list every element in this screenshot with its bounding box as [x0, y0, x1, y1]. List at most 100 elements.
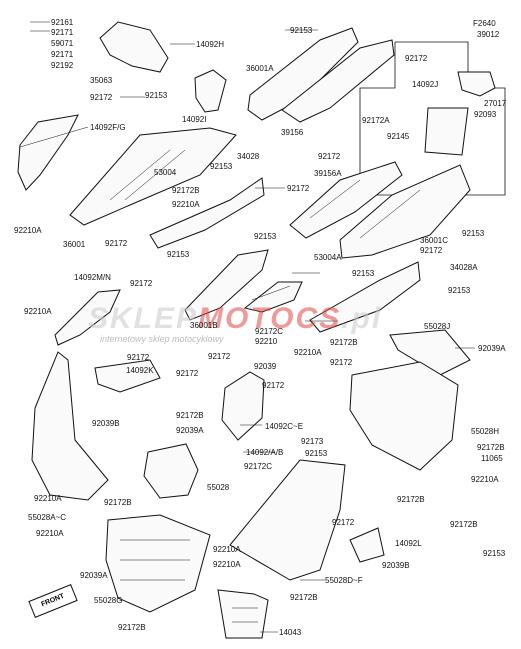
part-55028J: [389, 329, 471, 376]
part-label: 92172: [262, 381, 285, 390]
inset-part: 39012: [477, 30, 500, 39]
part-14092L: [349, 527, 385, 563]
part-label: 92210A: [471, 475, 499, 484]
part-label: 92210A: [213, 560, 241, 569]
part-label: 36001A: [246, 64, 274, 73]
part-label: 55028D~F: [325, 576, 363, 585]
part-label: 92039A: [176, 426, 204, 435]
part-14043: [217, 589, 269, 639]
part-36001C: [339, 164, 471, 259]
part-label: 36001: [63, 240, 86, 249]
part-label: 92153: [210, 162, 233, 171]
part-label: 14092J: [412, 80, 439, 89]
part-label: 92210A: [24, 307, 52, 316]
part-label: 34028: [237, 152, 260, 161]
part-label: 92210A: [14, 226, 42, 235]
part-label: 92039B: [382, 561, 410, 570]
part-label: 55028J: [424, 322, 451, 331]
part-label: 14092H: [196, 40, 225, 49]
part-label: 14092I: [182, 115, 207, 124]
part-label: 92145: [387, 132, 410, 141]
part-label: 92172: [90, 93, 113, 102]
part-label: 35063: [90, 76, 113, 85]
part-label: 55028H: [471, 427, 500, 436]
part-label: 92172: [287, 184, 310, 193]
part-label: 92210: [255, 337, 278, 346]
part-label: 92172: [105, 239, 128, 248]
part-92093-inset: [424, 107, 469, 156]
part-label: 92172: [405, 54, 428, 63]
part-label: 14092M/N: [74, 273, 111, 282]
part-label: 92172B: [172, 186, 200, 195]
part-label: 92210A: [36, 529, 64, 538]
part-label: 92210A: [294, 348, 322, 357]
part-label: 27017: [484, 99, 507, 108]
part-36001B: [184, 249, 269, 321]
part-label: 92172A: [362, 116, 390, 125]
part-55028DF: [229, 459, 346, 581]
part-label: 92153: [290, 26, 313, 35]
part-14092J-inset: [457, 71, 496, 97]
part-label: 92153: [483, 549, 506, 558]
part-label: 92172C: [244, 462, 273, 471]
part-53004A: [243, 281, 303, 313]
part-label: 55028: [207, 483, 230, 492]
part-label: 92171: [51, 50, 74, 59]
part-label: 36001C: [420, 236, 449, 245]
part-label: 39156A: [314, 169, 342, 178]
part-label: 36001B: [190, 321, 218, 330]
part-label: 92210A: [172, 200, 200, 209]
part-label: 92093: [474, 110, 497, 119]
part-label: 53004A: [314, 253, 342, 262]
part-label: 92172B: [176, 411, 204, 420]
part-label: 92153: [145, 91, 168, 100]
part-label: 14092K: [126, 366, 154, 375]
part-label: 14092L: [395, 539, 422, 548]
part-55028H: [349, 361, 459, 471]
part-label: 14043: [279, 628, 302, 637]
part-label: 92210A: [213, 545, 241, 554]
part-14092FG: [17, 114, 79, 191]
part-label: 92153: [352, 269, 375, 278]
part-hatching: [109, 149, 421, 623]
part-label: 92153: [462, 229, 485, 238]
part-label: 92172C: [255, 327, 284, 336]
part-label: 92172B: [290, 593, 318, 602]
part-label: 92039B: [92, 419, 120, 428]
part-label: 14092F/G: [90, 123, 126, 132]
part-14092MN: [54, 289, 121, 346]
part-label: 92153: [448, 286, 471, 295]
part-label: 92172: [130, 279, 153, 288]
part-label: 92153: [167, 250, 190, 259]
watermark: SKLEPMOTOCS.pl: [88, 302, 383, 335]
part-label: 34028A: [450, 263, 478, 272]
part-label: 55028G: [94, 596, 123, 605]
part-label: 92039A: [80, 571, 108, 580]
part-label: 92172: [127, 353, 150, 362]
part-label: 92172B: [397, 495, 425, 504]
part-label: 55028A~C: [28, 513, 67, 522]
part-14092H: [99, 21, 169, 73]
part-39156: [281, 39, 395, 123]
inset-code: F2640: [473, 19, 496, 28]
part-14092K: [94, 359, 161, 393]
part-label: 92172B: [477, 443, 505, 452]
part-label: 92172: [332, 518, 355, 527]
part-label: 92171: [51, 28, 74, 37]
part-label: 92210A: [34, 494, 62, 503]
part-label: 92153: [254, 232, 277, 241]
part-34028: [149, 177, 265, 249]
part-label: 92173: [301, 437, 324, 446]
inset-box: [359, 41, 506, 196]
part-label: 92172B: [104, 498, 132, 507]
part-39156A: [289, 161, 403, 239]
part-label: 39156: [281, 128, 304, 137]
part-14092I: [194, 69, 227, 113]
part-label: 92039: [254, 362, 277, 371]
part-14092CE: [221, 371, 265, 441]
part-label: 92172B: [450, 520, 478, 529]
part-55028: [143, 443, 199, 499]
part-label: 11065: [481, 454, 503, 463]
